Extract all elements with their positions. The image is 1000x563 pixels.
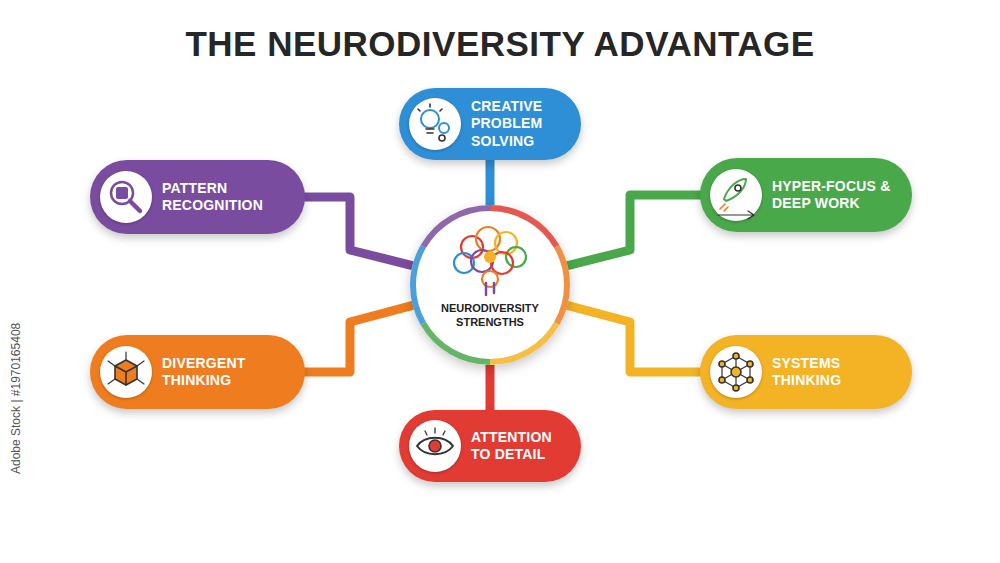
brain-icon <box>410 205 570 365</box>
icon-badge <box>100 171 152 223</box>
connector <box>303 305 415 372</box>
rocket-icon <box>718 179 754 219</box>
hub-circle: NEURODIVERSITY STRENGTHS <box>410 205 570 365</box>
hub-label: NEURODIVERSITY STRENGTHS <box>420 301 560 330</box>
title: THE NEURODIVERSITY ADVANTAGE <box>0 24 1000 64</box>
connector <box>566 195 702 266</box>
connector <box>303 197 414 266</box>
bulb-icon <box>418 104 449 141</box>
strength-pill: DIVERGENT THINKING <box>90 335 305 409</box>
network-icon <box>719 353 753 391</box>
cube-icon <box>108 352 144 385</box>
strength-label: PATTERN RECOGNITION <box>162 180 291 215</box>
magnify-icon <box>111 182 140 211</box>
connector <box>486 363 495 412</box>
strength-pill: SYSTEMS THINKING <box>700 335 912 409</box>
strength-label: DIVERGENT THINKING <box>162 355 291 390</box>
strength-label: CREATIVE PROBLEM SOLVING <box>471 98 567 151</box>
strength-label: SYSTEMS THINKING <box>772 355 898 390</box>
hub-graphic <box>410 205 570 365</box>
watermark: Adobe Stock | #1970165408 <box>9 323 23 474</box>
strength-label: ATTENTION TO DETAIL <box>471 429 567 464</box>
icon-badge <box>710 169 762 221</box>
strength-pill: ATTENTION TO DETAIL <box>399 410 581 482</box>
strength-pill: HYPER-FOCUS & DEEP WORK <box>700 158 912 232</box>
icon-badge <box>409 420 461 472</box>
icon-badge <box>100 346 152 398</box>
strength-pill: PATTERN RECOGNITION <box>90 160 305 234</box>
icon-badge <box>710 346 762 398</box>
icon-badge <box>409 98 461 150</box>
connector <box>486 158 495 207</box>
strength-label: HYPER-FOCUS & DEEP WORK <box>772 178 898 213</box>
eye-icon <box>417 428 453 454</box>
strength-pill: CREATIVE PROBLEM SOLVING <box>399 88 581 160</box>
connector <box>565 305 702 372</box>
